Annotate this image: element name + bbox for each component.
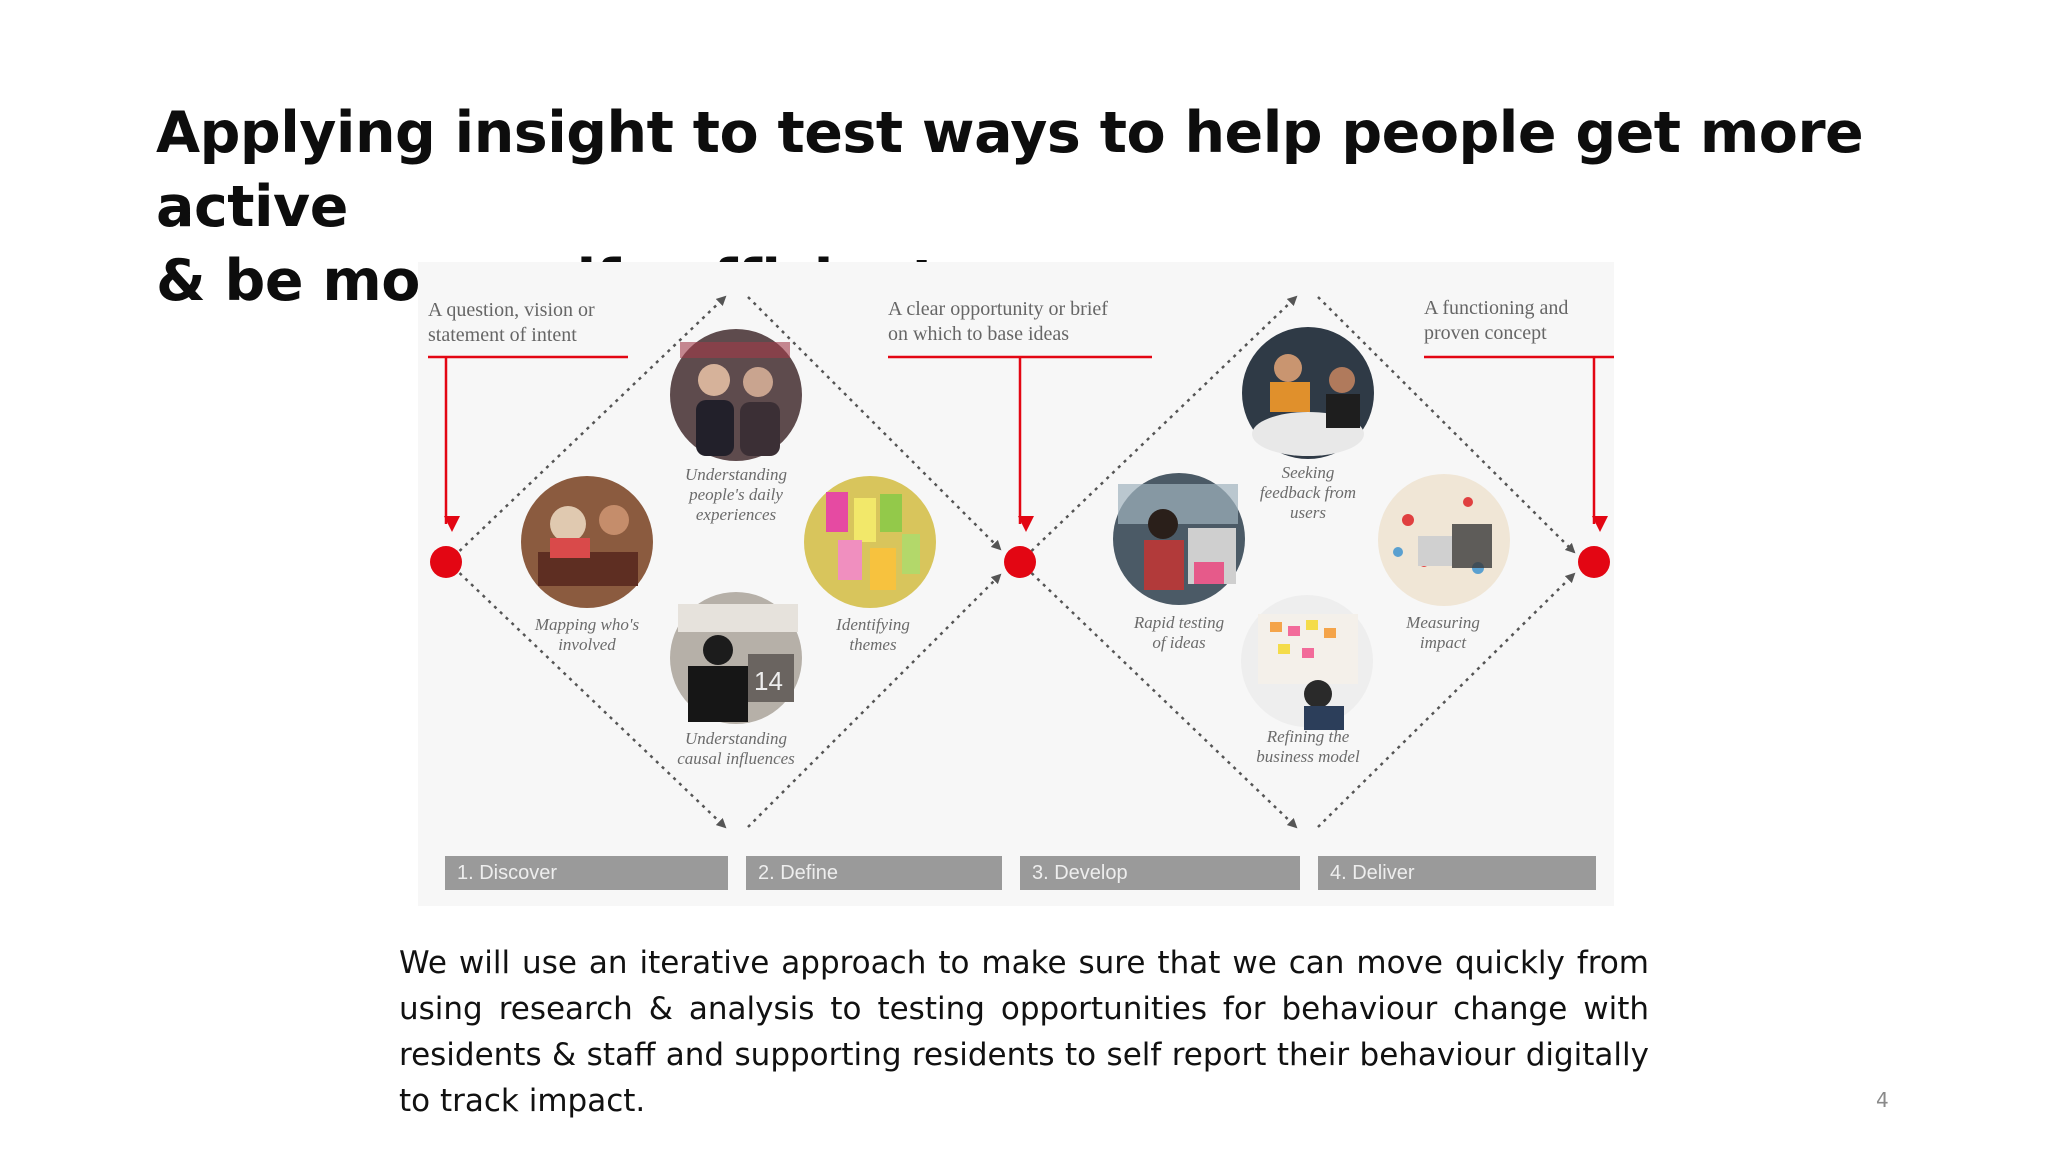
caption-line: feedback from: [1259, 483, 1357, 502]
caption-rapid-testing: Rapid testing of ideas: [1104, 613, 1254, 653]
photo-seeking-feedback: [1242, 327, 1374, 459]
caption-line: Mapping who's: [534, 615, 640, 634]
define-edge-down: [747, 296, 1002, 551]
milestone-label-3: A functioning and proven concept: [1424, 296, 1568, 346]
photo-understanding-causal: 14: [670, 592, 802, 724]
stage-bar-discover: 1. Discover: [445, 856, 728, 890]
caption-line: Identifying: [836, 615, 910, 634]
milestone-2-line-1: A clear opportunity or brief: [888, 298, 1108, 320]
stage-bar-deliver: 4. Deliver: [1318, 856, 1596, 890]
caption-line: impact: [1419, 633, 1467, 652]
diagram-graphics: 14: [428, 295, 1614, 829]
caption-line: involved: [558, 635, 616, 654]
caption-understanding-experiences: Understanding people's daily experiences: [656, 465, 816, 525]
caption-mapping-involved: Mapping who's involved: [512, 615, 662, 655]
milestone-3-line-2: proven concept: [1424, 322, 1547, 344]
caption-identifying-themes: Identifying themes: [798, 615, 948, 655]
milestone-dot-1: [430, 546, 462, 578]
milestone-label-1: A question, vision or statement of inten…: [428, 298, 595, 348]
photo-measuring-impact: [1378, 474, 1510, 606]
caption-measuring-impact: Measuring impact: [1368, 613, 1518, 653]
diamond-outlines: [447, 295, 1576, 829]
caption-line: Understanding: [685, 729, 787, 748]
define-edge-up: [747, 573, 1002, 828]
page-number: 4: [1876, 1088, 1889, 1112]
milestone-2-line-2: on which to base ideas: [888, 323, 1070, 345]
caption-line: Measuring: [1406, 613, 1480, 632]
stage-bar-define: 2. Define: [746, 856, 1002, 890]
caption-line: Understanding: [685, 465, 787, 484]
caption-line: experiences: [695, 505, 777, 524]
photo-rapid-testing: [1113, 473, 1245, 605]
body-paragraph: We will use an iterative approach to mak…: [399, 945, 1649, 1119]
milestone-dot-3: [1578, 546, 1610, 578]
caption-line: of ideas: [1152, 633, 1206, 652]
stage-bar-develop: 3. Develop: [1020, 856, 1300, 890]
svg-text:14: 14: [754, 666, 783, 696]
caption-refining-business: Refining the business model: [1218, 727, 1398, 767]
milestone-1-line-2: statement of intent: [428, 324, 577, 346]
milestone-1-line-1: A question, vision or: [428, 299, 595, 321]
photo-mapping-involved: [521, 476, 653, 608]
caption-understanding-causal: Understanding causal influences: [646, 729, 826, 769]
milestone-3-line-1: A functioning and: [1424, 297, 1569, 319]
caption-line: people's daily: [689, 485, 783, 504]
photo-refining-business: [1241, 595, 1373, 730]
caption-line: themes: [849, 635, 897, 654]
photo-circles: 14: [521, 327, 1510, 730]
double-diamond-diagram: 14: [418, 262, 1614, 906]
photo-understanding-experiences: [670, 329, 802, 461]
caption-line: users: [1290, 503, 1326, 522]
caption-line: Refining the: [1266, 727, 1350, 746]
photo-identifying-themes: [804, 476, 936, 608]
milestone-dot-2: [1004, 546, 1036, 578]
caption-line: business model: [1256, 747, 1360, 766]
caption-line: causal influences: [677, 749, 795, 768]
caption-line: Rapid testing: [1133, 613, 1225, 632]
caption-line: Seeking: [1281, 463, 1335, 482]
title-line-1: Applying insight to test ways to help pe…: [156, 100, 1864, 240]
caption-seeking-feedback: Seeking feedback from users: [1233, 463, 1383, 523]
milestone-pointers: [428, 355, 1614, 532]
milestone-label-2: A clear opportunity or brief on which to…: [888, 297, 1108, 347]
